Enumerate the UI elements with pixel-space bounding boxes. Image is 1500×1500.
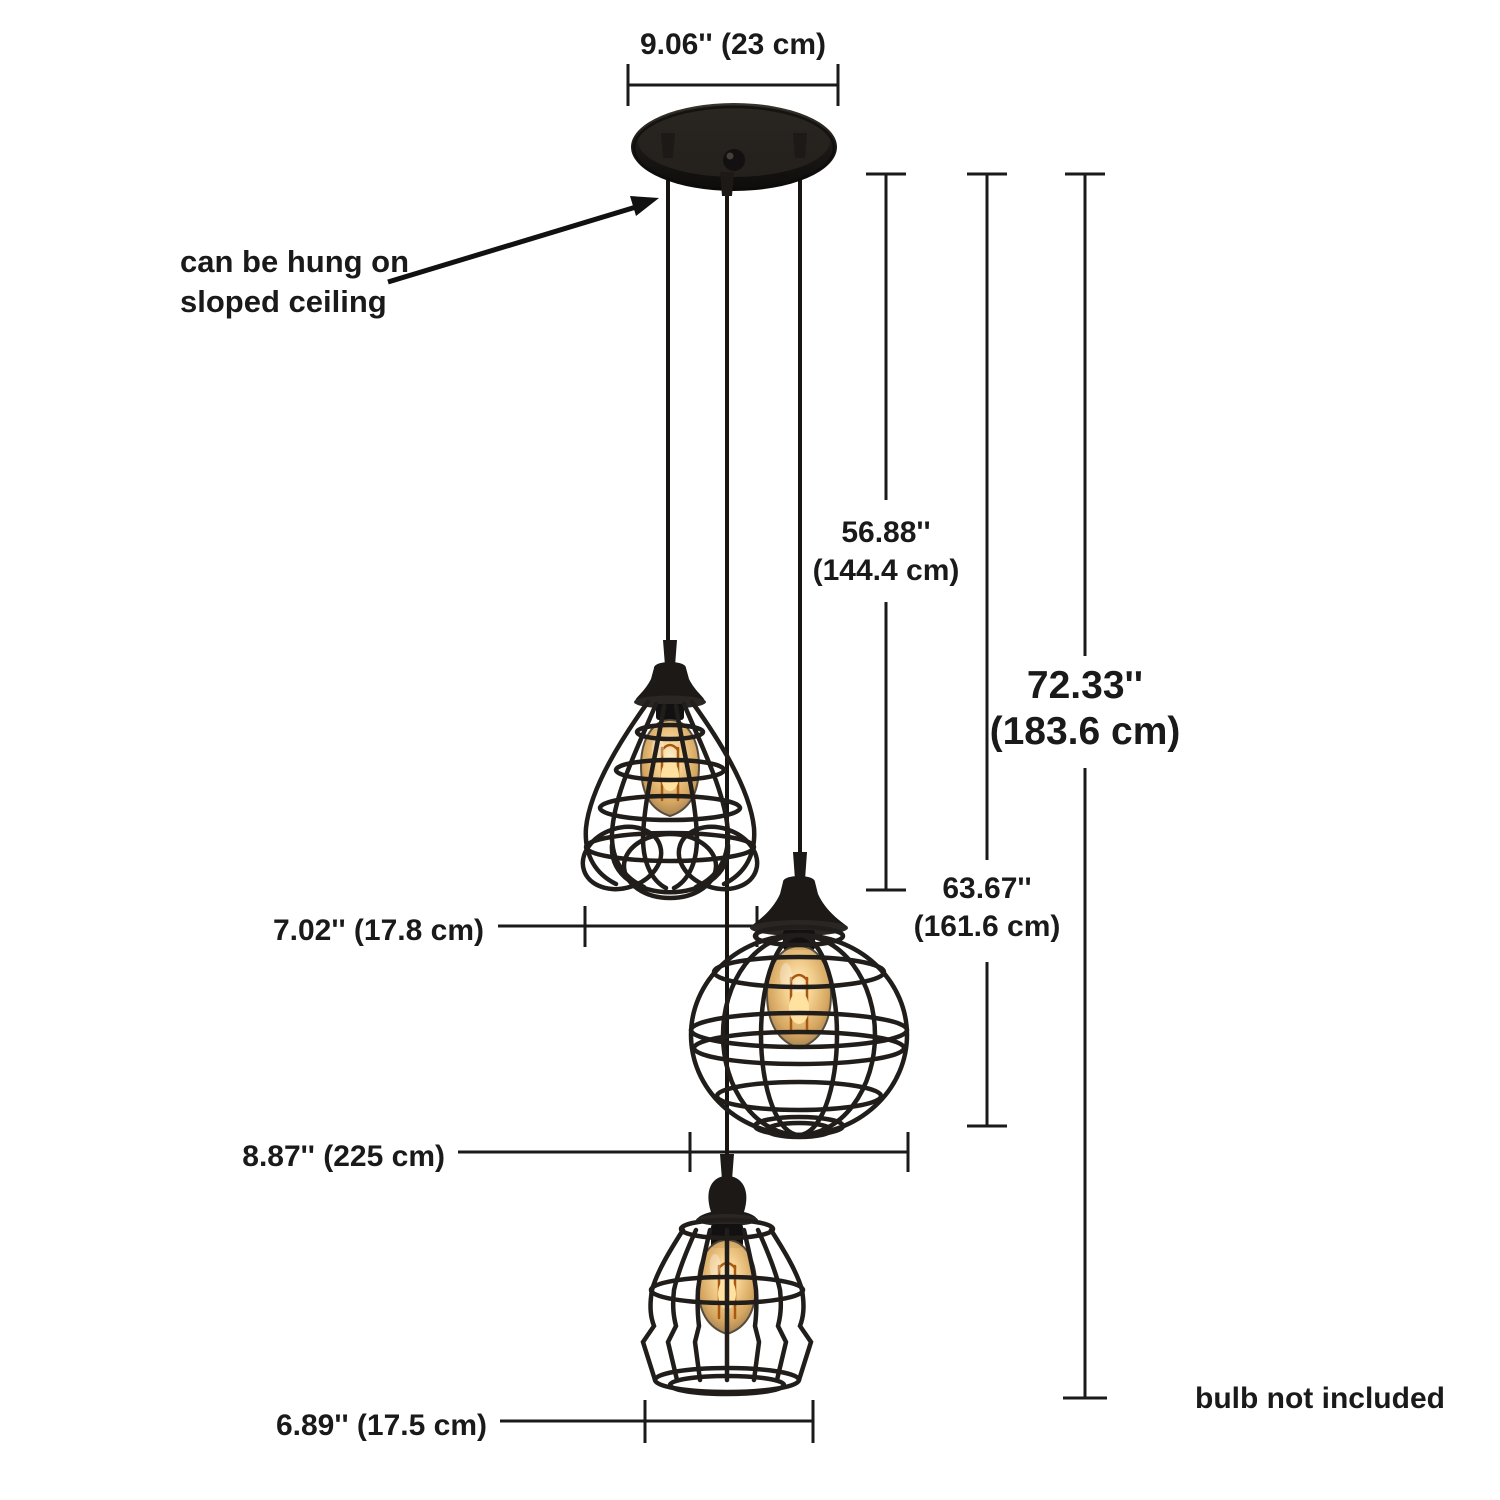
total-drop-cm-label: (183.6 cm) [990, 710, 1181, 753]
total-drop-dimension [1063, 172, 1107, 1400]
pendant-globe [688, 852, 910, 1140]
globe-width-dimension [458, 1132, 910, 1172]
ceiling-canopy [631, 103, 837, 196]
drop-second-dimension [967, 172, 1007, 1128]
drop-first-dimension [866, 172, 906, 892]
cord-grip-left [661, 133, 675, 158]
dimension-lines [387, 64, 1107, 1443]
globe-width-label: 8.87'' (225 cm) [242, 1140, 445, 1173]
cord-grip-middle [720, 172, 734, 196]
teardrop-width-dimension [498, 906, 759, 947]
total-drop-inches-label: 72.33'' [1027, 664, 1143, 707]
drop-first-inches-label: 56.88'' [841, 516, 930, 549]
sloped-ceiling-note-line2: sloped ceiling [180, 284, 387, 319]
bulb-not-included-label: bulb not included [1195, 1382, 1445, 1415]
pendant-bell [640, 1154, 814, 1397]
annotation-labels: 9.06'' (23 cm) can be hung on sloped cei… [180, 28, 1445, 1442]
cord-grip-right [793, 133, 807, 158]
globe-cage [688, 924, 910, 1140]
pendant-fixture [580, 103, 910, 1397]
canopy-knob [723, 149, 745, 171]
sloped-ceiling-note-line1: can be hung on [180, 244, 409, 279]
drop-first-cm-label: (144.4 cm) [813, 554, 960, 587]
pendant-teardrop [580, 640, 760, 901]
teardrop-width-label: 7.02'' (17.8 cm) [273, 914, 484, 947]
drop-second-cm-label: (161.6 cm) [914, 910, 1061, 943]
bell-width-dimension [500, 1400, 815, 1443]
sloped-ceiling-arrow [387, 196, 659, 285]
edison-bulb-1 [628, 716, 712, 824]
drop-second-inches-label: 63.67'' [942, 872, 1031, 905]
bell-width-label: 6.89'' (17.5 cm) [276, 1409, 487, 1442]
teardrop-cage [580, 699, 760, 901]
canopy-width-label: 9.06'' (23 cm) [640, 28, 826, 61]
bell-cage [640, 1217, 814, 1397]
canopy-width-dimension [626, 64, 840, 106]
